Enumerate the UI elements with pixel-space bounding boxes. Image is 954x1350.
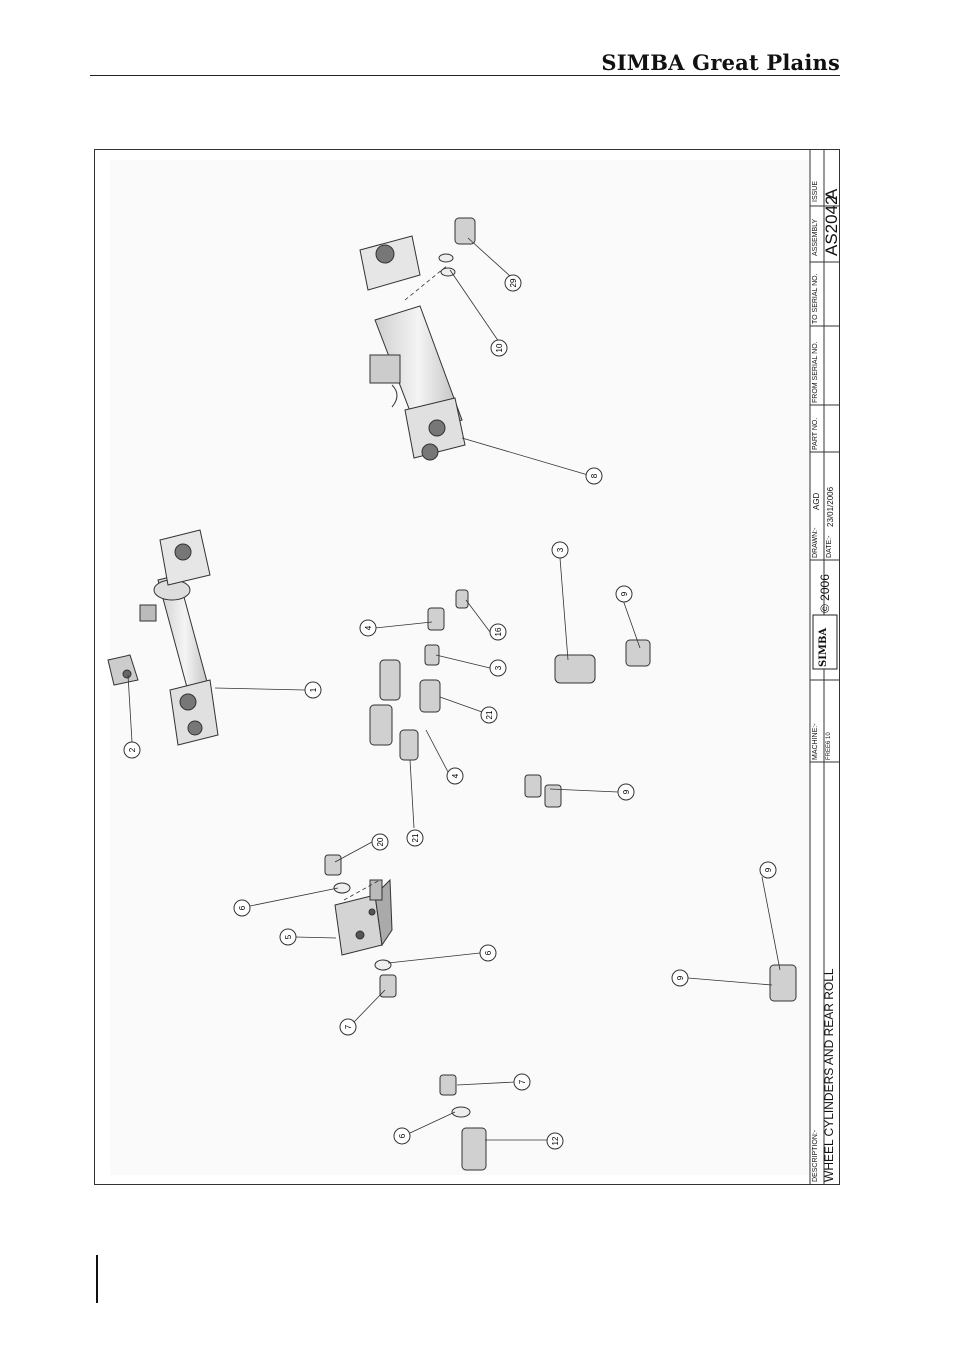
issue-label: ISSUE [812, 181, 819, 202]
callout-20: 20 [372, 834, 388, 850]
callout-label: 9 [620, 591, 629, 596]
callout-10: 10 [491, 340, 507, 356]
callout-9c: 9 [760, 862, 776, 878]
from-serial-label: FROM SERIAL NO. [812, 341, 819, 403]
callout-label: 9 [764, 867, 773, 872]
copyright: © 2006 [818, 574, 832, 613]
callout-label: 16 [494, 627, 503, 636]
drawn-value: AGD [812, 493, 821, 510]
callout-9b: 9 [618, 784, 634, 800]
callout-label: 10 [495, 343, 504, 352]
callout-7b: 7 [514, 1074, 530, 1090]
callout-6a: 6 [234, 900, 250, 916]
drawn-label: DRAWN:- [812, 528, 819, 558]
callout-6b: 6 [480, 945, 496, 961]
callout-7a: 7 [340, 1019, 356, 1035]
callout-label: 4 [451, 773, 460, 778]
callout-3b: 3 [552, 542, 568, 558]
callout-label: 5 [284, 934, 293, 939]
callout-5: 5 [280, 929, 296, 945]
callout-label: 6 [398, 1133, 407, 1138]
description-label: DESCRIPTION:- [812, 1130, 819, 1182]
callout-1: 1 [305, 682, 321, 698]
callout-label: 3 [556, 547, 565, 552]
callout-2: 2 [124, 742, 140, 758]
callout-label: 12 [551, 1136, 560, 1145]
callout-label: 9 [622, 789, 631, 794]
callout-label: 9 [676, 975, 685, 980]
callout-label: 29 [509, 278, 518, 287]
callout-9a: 9 [616, 586, 632, 602]
leader-lines [128, 238, 780, 1140]
date-label: DATE:- [826, 536, 833, 558]
issue-value: A [822, 189, 842, 200]
callout-label: 6 [484, 950, 493, 955]
callout-9d: 9 [672, 970, 688, 986]
callout-29: 29 [505, 275, 521, 291]
callout-21b: 21 [407, 830, 423, 846]
callout-8: 8 [586, 468, 602, 484]
callout-label: 20 [376, 837, 385, 846]
callout-label: 4 [364, 625, 373, 630]
to-serial-label: TO SERIAL NO. [812, 273, 819, 324]
callout-label: 1 [309, 687, 318, 692]
logo-text: SIMBA [818, 628, 829, 667]
callout-label: 8 [590, 473, 599, 478]
callout-6c: 6 [394, 1128, 410, 1144]
page-edge-bar [96, 1255, 98, 1303]
date-value: 23/01/2006 [826, 487, 835, 527]
callout-21a: 21 [481, 707, 497, 723]
callout-label: 2 [128, 747, 137, 752]
callout-3a: 3 [490, 660, 506, 676]
callout-4a: 4 [360, 620, 376, 636]
callout-label: 21 [485, 710, 494, 719]
callout-label: 3 [494, 665, 503, 670]
machine-value: FREE6 10 [826, 732, 832, 760]
description-value: WHEEL CYLINDERS AND REAR ROLL [822, 968, 836, 1182]
assembly-label: ASSEMBLY [812, 219, 819, 256]
callout-4b: 4 [447, 768, 463, 784]
fitting-part-2 [108, 655, 138, 685]
callout-16: 16 [490, 624, 506, 640]
callout-label: 21 [411, 833, 420, 842]
machine-label: MACHINE:- [812, 723, 819, 760]
cylinder-part-1 [140, 530, 218, 745]
callout-label: 7 [518, 1079, 527, 1084]
assembly-value: AS2042 [822, 196, 842, 257]
callout-label: 7 [344, 1024, 353, 1029]
part-no-label: PART NO. [812, 418, 819, 450]
callout-label: 6 [238, 905, 247, 910]
callout-12: 12 [547, 1133, 563, 1149]
